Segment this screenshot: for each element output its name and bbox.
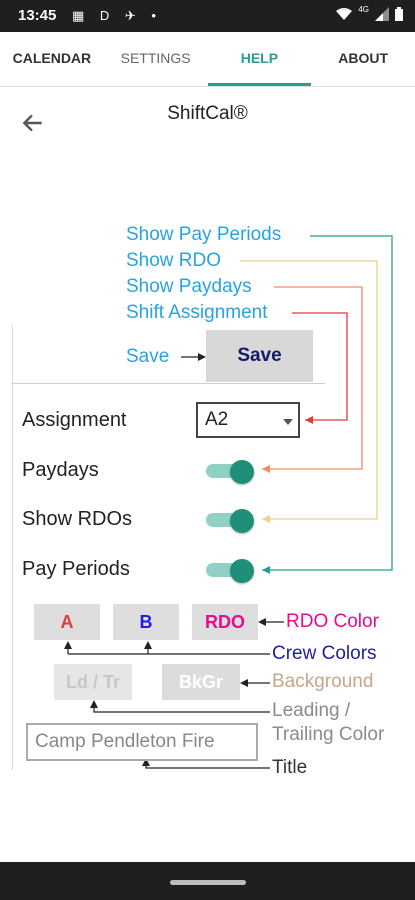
- anno-leading: Leading /: [272, 700, 351, 721]
- paydays-toggle[interactable]: [206, 460, 254, 484]
- battery-icon: [395, 7, 403, 21]
- dropdown-caret-icon: [283, 419, 293, 425]
- tab-divider: [0, 86, 415, 87]
- status-right-icons: 4G: [336, 4, 403, 21]
- anno-shift-assignment: Shift Assignment: [126, 302, 268, 323]
- status-time: 13:45: [18, 7, 57, 24]
- pay-periods-toggle[interactable]: [206, 559, 254, 583]
- panel-left-border: [12, 325, 13, 770]
- notification-icons: ▦ D ✈ •: [72, 8, 162, 23]
- tab-about[interactable]: ABOUT: [338, 50, 389, 66]
- toggle-thumb: [230, 559, 254, 583]
- anno-trailing-color: Trailing Color: [272, 724, 385, 745]
- tab-calendar[interactable]: CALENDAR: [12, 50, 92, 66]
- tab-help[interactable]: HELP: [207, 32, 312, 86]
- anno-show-rdo: Show RDO: [126, 250, 222, 271]
- assignment-label: Assignment: [22, 409, 127, 431]
- crew-b-color-button[interactable]: B: [113, 604, 179, 640]
- anno-title: Title: [272, 757, 308, 778]
- wifi-icon: [336, 8, 353, 20]
- anno-show-pay-periods: Show Pay Periods: [126, 224, 282, 245]
- anno-background: Background: [272, 671, 374, 692]
- home-gesture-handle[interactable]: [170, 880, 246, 885]
- status-bar: 13:45 ▦ D ✈ • 4G: [0, 0, 415, 32]
- anno-show-paydays: Show Paydays: [126, 276, 252, 297]
- show-rdos-toggle[interactable]: [206, 509, 254, 533]
- network-type-label: 4G: [358, 4, 369, 14]
- anno-rdo-color: RDO Color: [286, 611, 379, 632]
- toggle-thumb: [230, 509, 254, 533]
- show-rdos-label: Show RDOs: [22, 508, 133, 530]
- title-input[interactable]: [26, 723, 258, 761]
- signal-icon: [375, 7, 389, 21]
- rdo-color-button[interactable]: RDO: [192, 604, 258, 640]
- paydays-label: Paydays: [22, 459, 99, 481]
- pay-periods-label: Pay Periods: [22, 558, 130, 580]
- toggle-thumb: [230, 460, 254, 484]
- background-color-button[interactable]: BkGr: [162, 664, 240, 700]
- tab-bar: CALENDAR SETTINGS HELP ABOUT: [0, 32, 415, 86]
- system-nav-bar: [0, 862, 415, 900]
- crew-a-color-button[interactable]: A: [34, 604, 100, 640]
- back-arrow-icon[interactable]: [20, 110, 46, 136]
- tab-settings[interactable]: SETTINGS: [120, 50, 191, 66]
- assignment-value: A2: [205, 409, 229, 430]
- section-separator: [12, 383, 325, 384]
- anno-crew-colors: Crew Colors: [272, 643, 377, 664]
- anno-save: Save: [126, 346, 170, 367]
- leading-trailing-color-button[interactable]: Ld / Tr: [54, 664, 132, 700]
- page-title: ShiftCal®: [167, 103, 248, 124]
- save-button[interactable]: Save: [206, 330, 313, 382]
- assignment-select[interactable]: A2: [196, 402, 300, 438]
